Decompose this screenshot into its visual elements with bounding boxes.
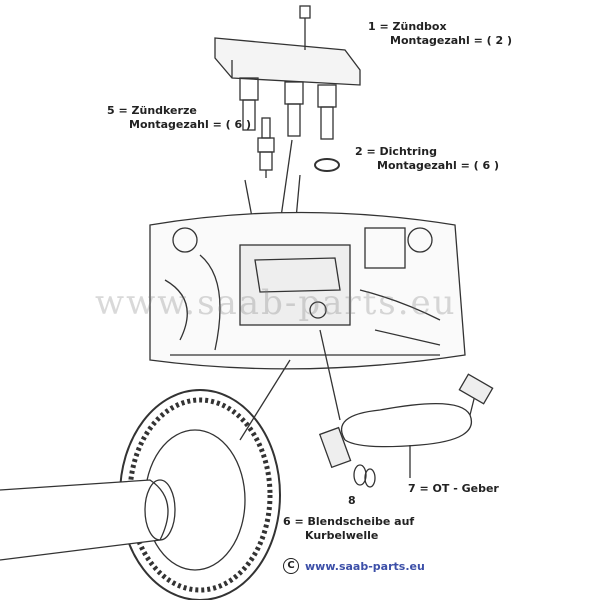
label-title: 8 [348, 494, 356, 507]
label-count: Montagezahl = ( 2 ) [390, 34, 513, 47]
label-count: Montagezahl = ( 6 ) [377, 159, 500, 172]
label-title: 7 = OT - Geber [408, 482, 499, 495]
engine-bay [149, 211, 466, 370]
crankshaft-position-sensor [318, 373, 494, 488]
reluctor-wheel [0, 389, 281, 600]
copyright-notice: C www.saab-parts.eu [283, 558, 425, 574]
label-count: Montagezahl = ( 6 ) [129, 118, 252, 131]
sealing-ring [314, 158, 340, 172]
label-reluctor-wheel: 6 = Blendscheibe auf Kurbelwelle [283, 515, 414, 543]
label-8: 8 [348, 494, 356, 508]
label-title: 2 = Dichtring [355, 145, 437, 158]
watermark: www.saab-parts.eu [95, 283, 457, 323]
label-title: 1 = Zündbox [368, 20, 447, 33]
label-sub: Kurbelwelle [305, 529, 379, 542]
ignition-coil-pack [214, 5, 361, 140]
label-crank-sensor: 7 = OT - Geber [408, 482, 499, 496]
website-link[interactable]: www.saab-parts.eu [305, 559, 425, 573]
copyright-icon: C [283, 558, 299, 574]
label-sealing-ring: 2 = Dichtring Montagezahl = ( 6 ) [355, 145, 499, 173]
label-title: 5 = Zündkerze [107, 104, 197, 117]
label-title: 6 = Blendscheibe auf [283, 515, 415, 528]
label-spark-plug: 5 = Zündkerze Montagezahl = ( 6 ) [107, 104, 251, 132]
spark-plug [257, 117, 275, 178]
label-ignition-coil: 1 = Zündbox Montagezahl = ( 2 ) [368, 20, 512, 48]
